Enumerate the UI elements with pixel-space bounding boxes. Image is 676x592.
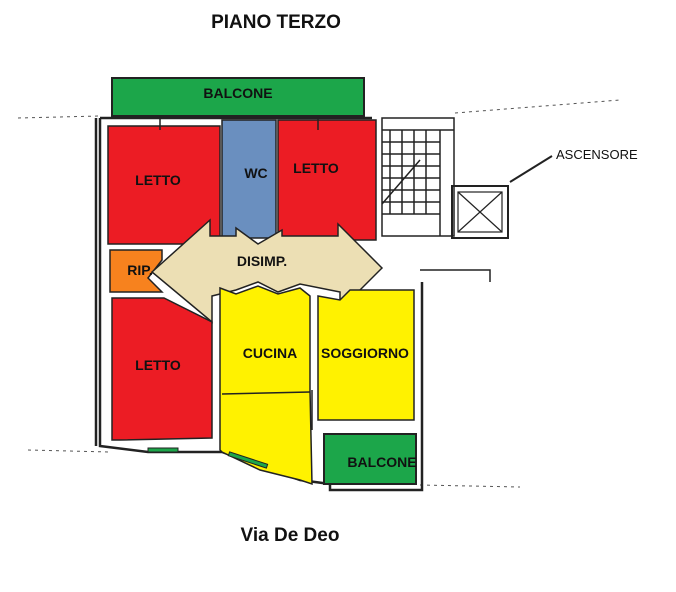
- room-rip: [109, 249, 164, 293]
- label-balcone-bottom: BALCONE: [347, 454, 416, 470]
- label-letto-2: LETTO: [293, 160, 339, 176]
- label-cucina: CUCINA: [243, 345, 297, 361]
- label-disimp: DISIMP.: [237, 253, 287, 269]
- room-soggiorno: [317, 289, 415, 421]
- ascensore-pointer: [509, 155, 553, 183]
- room-letto-2: [277, 119, 377, 241]
- window-strip: [227, 451, 269, 469]
- room-wc: [221, 119, 277, 239]
- window-strip: [147, 447, 179, 453]
- label-ascensore: ASCENSORE: [556, 147, 638, 162]
- label-soggiorno: SOGGIORNO: [321, 345, 409, 361]
- room-balcone-bottom: [323, 433, 417, 485]
- room-balcone-top: [111, 77, 365, 117]
- elevator-shaft: [451, 185, 509, 239]
- room-letto-1: [107, 125, 221, 245]
- room-disimp: [150, 218, 384, 324]
- street-name: Via De Deo: [240, 525, 340, 546]
- room-cucina: [219, 285, 313, 486]
- room-letto-3: [111, 297, 213, 441]
- label-letto-3: LETTO: [135, 357, 181, 373]
- label-wc: WC: [244, 165, 267, 181]
- interior-walls: [159, 118, 319, 430]
- label-letto-1: LETTO: [135, 172, 181, 188]
- stair-well: [381, 117, 491, 282]
- label-balcone-top: BALCONE: [203, 85, 272, 101]
- label-rip: RIP.: [127, 262, 152, 278]
- page-title: PIANO TERZO: [211, 12, 341, 33]
- boundary-dashes: [17, 99, 621, 488]
